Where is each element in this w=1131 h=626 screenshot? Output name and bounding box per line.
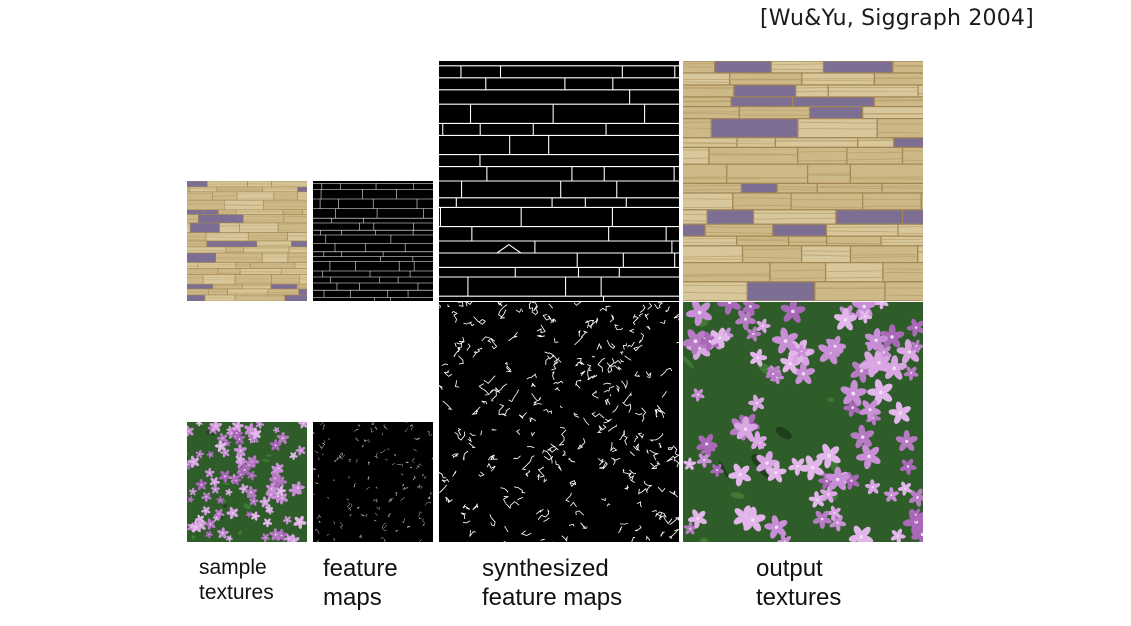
output-wood-texture-image [683,61,923,301]
synthesized-flower-feature-map-image [439,302,679,542]
label-synthesized-feature-maps: synthesized feature maps [482,555,622,613]
label-output-textures: output textures [756,555,841,613]
label-sample-textures: sample textures [199,555,274,605]
wood-feature-map-image [313,181,433,301]
label-synth-line2: feature maps [482,583,623,611]
label-feature-line1: feature [323,555,398,582]
synthesized-wood-feature-map-image [439,61,679,301]
label-output-line1: output [756,555,823,582]
label-output-line2: textures [756,583,842,611]
label-sample-line1: sample [199,556,267,579]
sample-flower-texture-image [187,422,307,542]
flower-feature-map-image [313,422,433,542]
label-feature-maps: feature maps [323,555,398,613]
label-sample-line2: textures [199,581,274,605]
label-feature-line2: maps [323,583,382,611]
label-synth-line1: synthesized [482,555,609,582]
sample-wood-texture-image [187,181,307,301]
output-flower-texture-image [683,302,923,542]
citation: [Wu&Yu, Siggraph 2004] [760,6,1034,31]
